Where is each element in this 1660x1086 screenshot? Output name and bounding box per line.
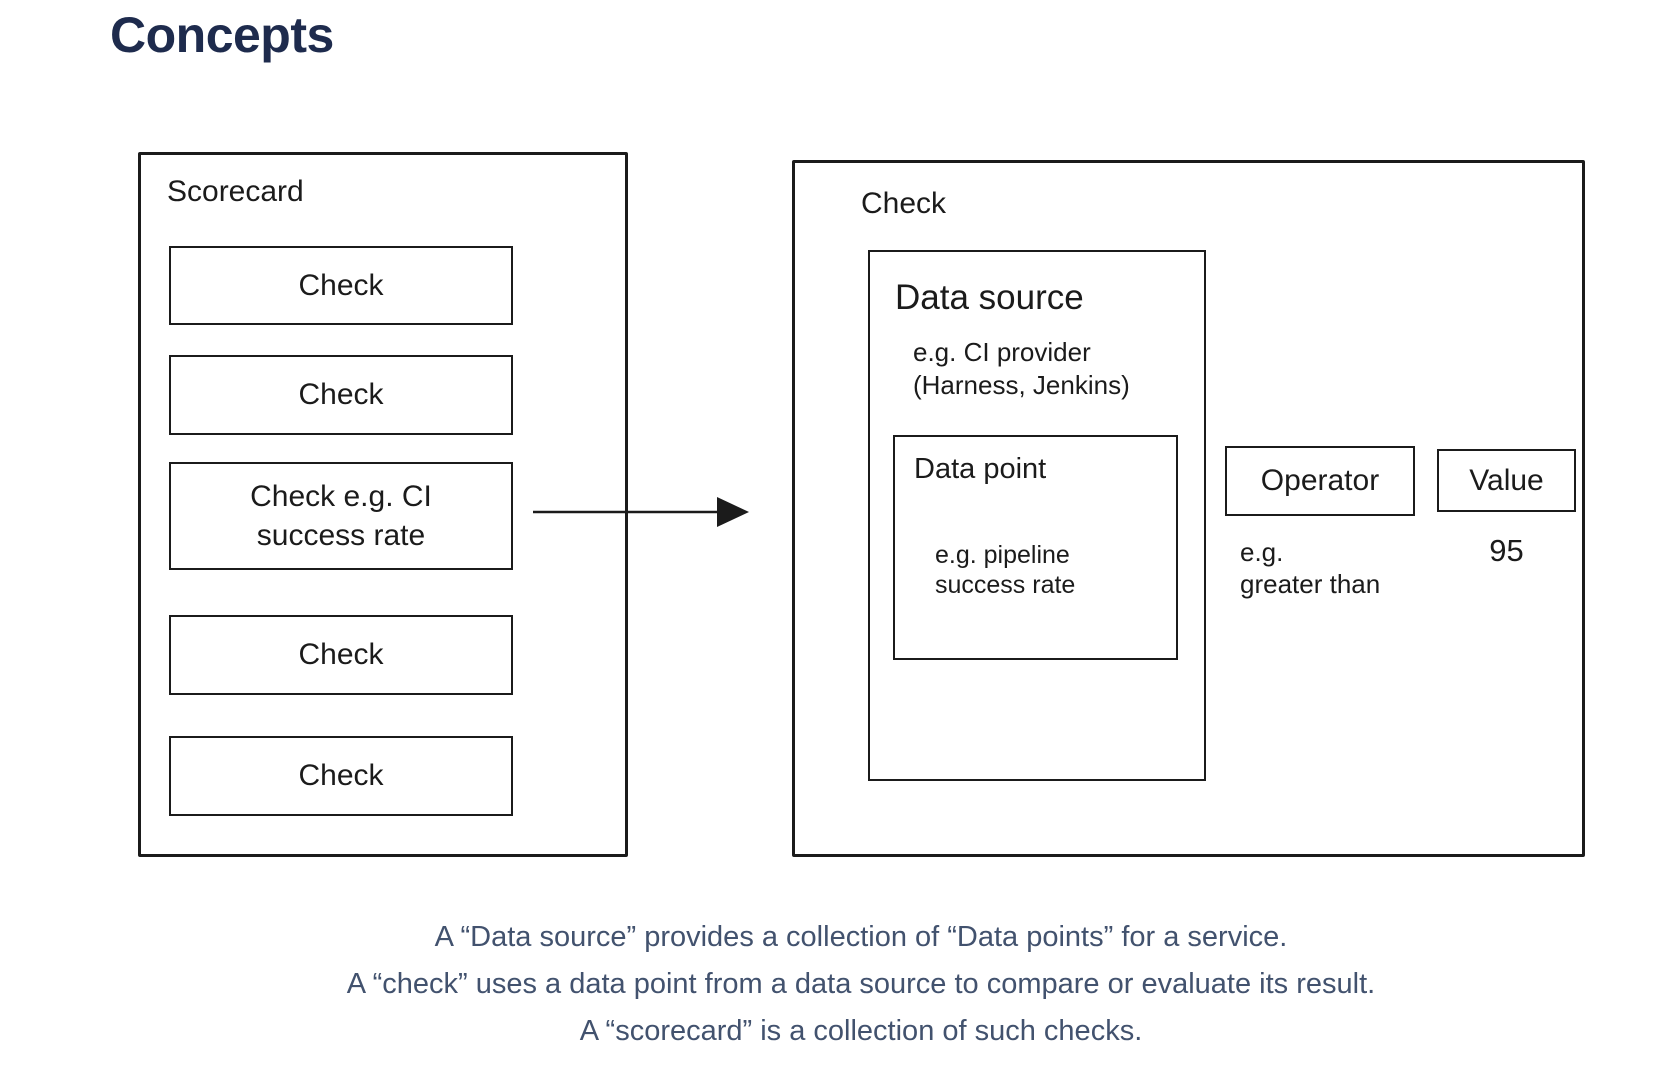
value-box: Value (1437, 449, 1576, 512)
caption-line-3: A “scorecard” is a collection of such ch… (579, 1015, 1143, 1047)
scorecard-check-4: Check (169, 615, 513, 695)
operator-example-line-2: greater than (1240, 568, 1381, 599)
scorecard-check-1: Check (169, 246, 513, 325)
caption: A “Data source” provides a collection of… (62, 914, 1660, 1055)
check-detail-box: Check Data source e.g. CI provider (Harn… (792, 160, 1585, 857)
scorecard-label: Scorecard (167, 175, 304, 208)
data-source-example: e.g. CI provider (Harness, Jenkins) (913, 337, 1130, 400)
scorecard-check-5-label: Check (298, 759, 384, 792)
page-title: Concepts (110, 7, 334, 63)
value-example: 95 (1489, 533, 1524, 568)
scorecard-check-3-label: Check e.g. CI success rate (250, 480, 432, 552)
scorecard-check-2: Check (169, 355, 513, 435)
arrow-icon (533, 497, 749, 527)
data-source-box: Data source e.g. CI provider (Harness, J… (868, 250, 1206, 781)
data-point-box: Data point e.g. pipeline success rate (893, 435, 1178, 660)
data-point-example: e.g. pipeline success rate (935, 541, 1076, 599)
operator-label: Operator (1260, 464, 1380, 497)
value-label: Value (1469, 463, 1544, 497)
scorecard-check-1-label: Check (298, 268, 384, 302)
scorecard-check-4-label: Check (298, 638, 384, 671)
scorecard-check-2-label: Check (298, 378, 384, 411)
operator-example-line-1: e.g. (1240, 537, 1284, 567)
scorecard-check-3: Check e.g. CI success rate (169, 462, 513, 570)
scorecard-check-5: Check (169, 736, 513, 816)
data-point-label: Data point (914, 453, 1047, 485)
caption-line-1: A “Data source” provides a collection of… (434, 921, 1288, 953)
check-detail-label: Check (861, 187, 947, 220)
scorecard-box: Scorecard Check Check Check e.g. CI succ… (138, 152, 628, 857)
data-source-label: Data source (895, 278, 1084, 317)
operator-example: e.g. greater than (1240, 537, 1380, 600)
operator-box: Operator (1225, 446, 1415, 516)
caption-line-2: A “check” uses a data point from a data … (346, 968, 1376, 1000)
